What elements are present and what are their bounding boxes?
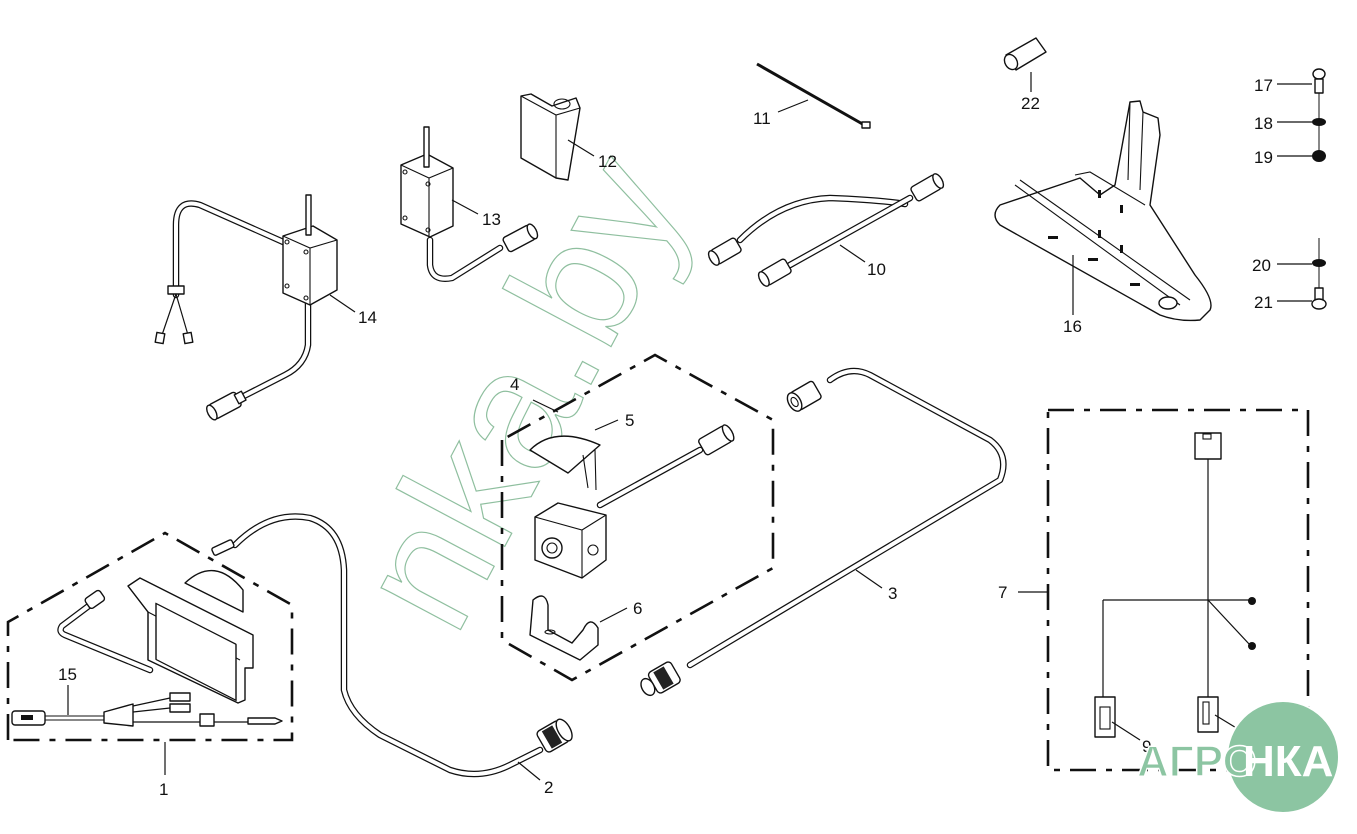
mount-block-12[interactable]: [520, 93, 581, 181]
harness-connector-9[interactable]: [1094, 696, 1116, 738]
callout-11: 11: [753, 109, 771, 128]
logo-text-left: АГРО: [1137, 737, 1257, 786]
callout-10: 10: [867, 260, 886, 279]
callout-4: 4: [510, 375, 519, 394]
leader-lines: [67, 72, 1312, 781]
callout-9: 9: [1142, 737, 1151, 756]
transmitter-module-13[interactable]: [400, 126, 540, 282]
power-cable-15[interactable]: [11, 692, 283, 727]
callout-3: 3: [888, 584, 897, 603]
logo-circle: [1226, 700, 1340, 814]
callout-19: 19: [1254, 148, 1273, 167]
camera-sun-shield-5[interactable]: [529, 435, 601, 491]
callout-15: 15: [58, 665, 77, 684]
callout-22: 22: [1021, 94, 1040, 113]
callout-5: 5: [625, 411, 634, 430]
callout-2: 2: [544, 778, 553, 797]
callout-13: 13: [482, 210, 501, 229]
agronka-logo: АГРО НКА: [1136, 700, 1340, 814]
camera-extension-cable-3[interactable]: [637, 367, 1007, 700]
cable-tie-11[interactable]: [756, 62, 871, 129]
logo-text-right: НКА: [1243, 737, 1333, 786]
callout-21: 21: [1254, 293, 1273, 312]
callout-12: 12: [598, 152, 617, 171]
callout-17: 17: [1254, 76, 1273, 95]
monitor-mounting-bracket-16[interactable]: [994, 100, 1212, 322]
callout-7: 7: [998, 583, 1007, 602]
fastener-stack-17-19[interactable]: [1312, 68, 1326, 162]
spacer-22[interactable]: [1002, 37, 1047, 72]
wiring-harness-kit-7[interactable]: [1046, 408, 1310, 772]
y-splitter-cable-10[interactable]: [706, 172, 945, 288]
watermark-text: nka.by: [320, 126, 723, 657]
callout-labels: 1 2 3 4 5 6 7 8 9 10 11 12 13 14 15 16 1…: [58, 76, 1273, 799]
watermark: nka.by: [319, 125, 723, 658]
callout-6: 6: [633, 599, 642, 618]
callout-1: 1: [159, 780, 168, 799]
fastener-stack-20-21[interactable]: [1311, 238, 1327, 310]
callout-14: 14: [358, 308, 377, 327]
monitor-kit-1[interactable]: [6, 531, 294, 742]
receiver-module-14[interactable]: [154, 194, 338, 421]
camera-kit-4[interactable]: [500, 353, 775, 682]
camera-body[interactable]: [534, 423, 736, 579]
callout-16: 16: [1063, 317, 1082, 336]
monitor-cable-2[interactable]: [211, 513, 575, 778]
callout-18: 18: [1254, 114, 1273, 133]
callout-20: 20: [1252, 256, 1271, 275]
harness-connector-8[interactable]: [1197, 696, 1219, 733]
camera-bracket-6[interactable]: [529, 595, 599, 661]
